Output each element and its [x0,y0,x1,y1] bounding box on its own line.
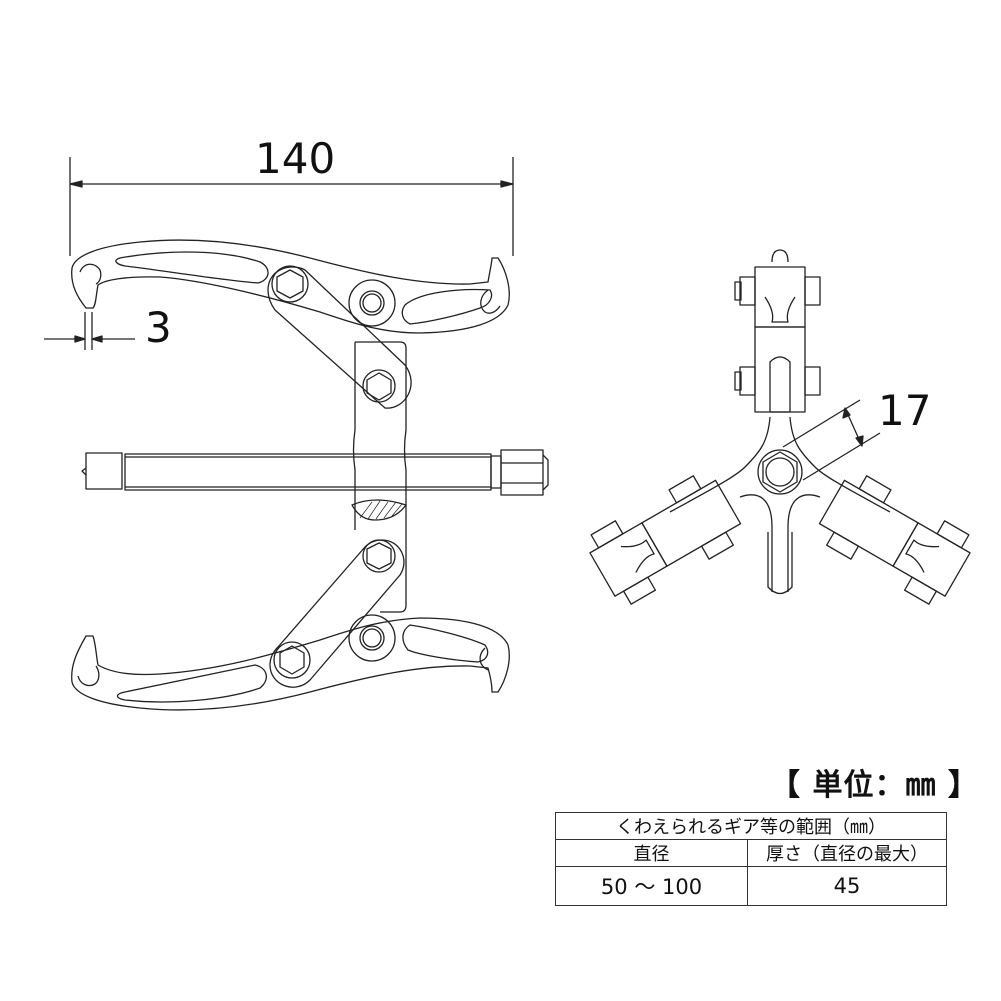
top-arm [734,249,821,413]
unit-label: 【 単位：㎜ 】 [770,768,979,803]
dimension-label-tip-thickness: 3 [145,303,172,352]
lower-jaw [71,614,510,711]
spindle-screw [81,449,549,496]
header-diameter: 直径 [555,839,748,867]
right-arm [818,475,971,605]
upper-link [267,265,412,409]
header-thickness: 厚さ（直径の最大） [747,839,947,867]
dimension-label-jaw-span: 140 [255,134,336,183]
upper-jaw [71,239,510,334]
spec-table: くわえられるギア等の範囲（㎜） 直径 厚さ（直径の最大） 50 〜 100 45 [555,812,947,906]
three-jaw-view [589,249,971,605]
dimension-label-hex-size: 17 [878,386,932,435]
center-yoke [351,341,407,613]
lower-link [269,539,405,688]
dimension-17-lines [782,399,881,481]
dimension-140-lines [69,157,514,256]
cell-max-thickness: 45 [747,866,947,906]
spec-table-title: くわえられるギア等の範囲（㎜） [555,812,947,840]
table-row: 50 〜 100 45 [555,866,947,906]
left-arm [589,475,742,605]
cell-diameter-range: 50 〜 100 [555,866,748,906]
dimension-3-lines [44,312,135,350]
